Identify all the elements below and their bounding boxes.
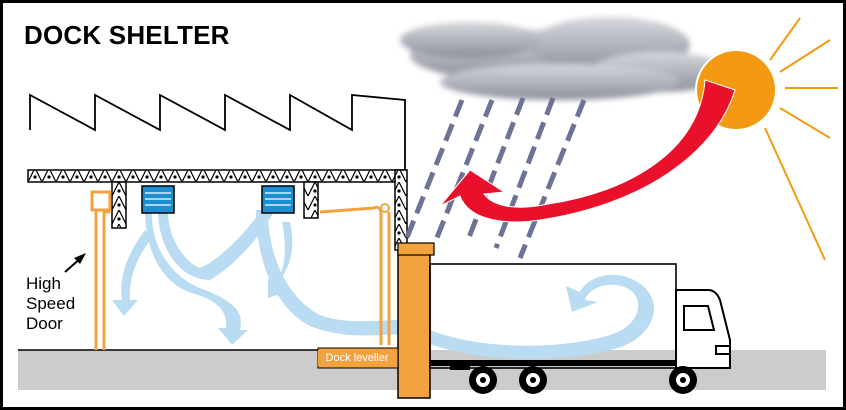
- dock-leveller-label: Dock leveller: [318, 350, 396, 366]
- door-label-line-3: Door: [26, 314, 63, 333]
- fan-unit-right: [261, 185, 295, 214]
- warm-air-flow: [439, 79, 736, 223]
- wall-column: [394, 169, 408, 251]
- cold-air-flows: [112, 210, 655, 359]
- shelter-support-truss: [303, 181, 319, 219]
- truck-cab: [675, 289, 731, 369]
- storm-cloud: [400, 17, 730, 100]
- shelter-pipe: [319, 205, 383, 345]
- diagram-title: DOCK SHELTER: [24, 20, 230, 50]
- rain: [403, 97, 587, 259]
- sawtooth-roof: [29, 93, 406, 230]
- truck-wheels: [469, 366, 697, 394]
- roof-truss: [27, 169, 407, 183]
- door-arrow: [64, 253, 86, 273]
- high-speed-door-label: High Speed Door: [26, 274, 75, 334]
- door-label-line-1: High: [26, 274, 61, 293]
- dock-shelter-pad: [397, 249, 431, 399]
- high-speed-door: [90, 190, 112, 350]
- door-support-truss: [111, 181, 127, 229]
- fan-unit-left: [141, 185, 175, 214]
- door-label-line-2: Speed: [26, 294, 76, 313]
- truck-chassis: [430, 360, 730, 366]
- sun-rays: [764, 17, 838, 261]
